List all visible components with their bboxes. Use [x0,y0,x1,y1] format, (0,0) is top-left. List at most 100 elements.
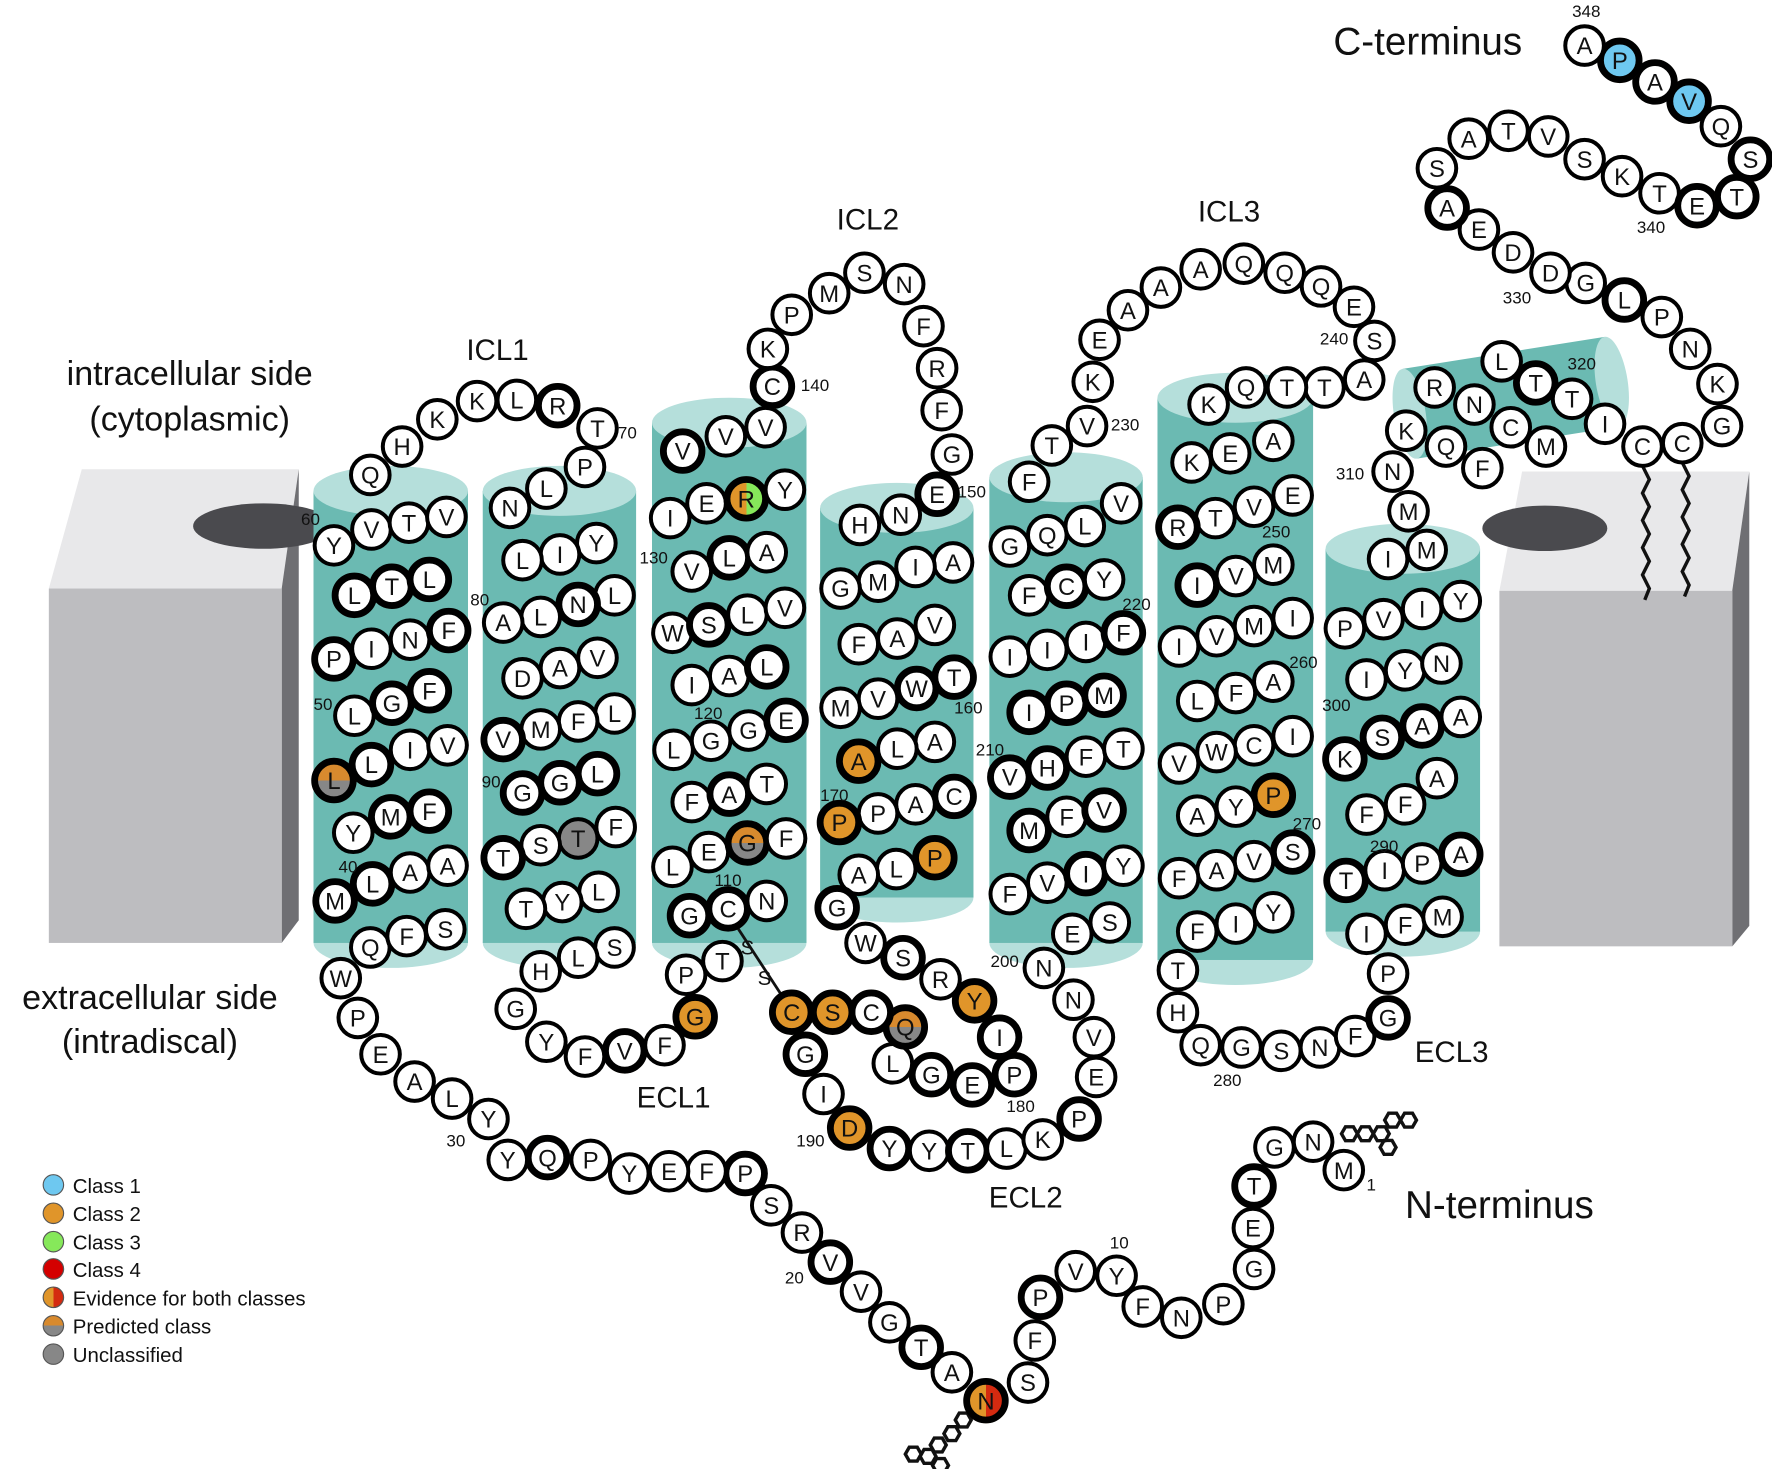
residue-221[interactable]: F [1007,574,1051,617]
residue-27[interactable]: P [569,1138,612,1182]
residue-335[interactable]: A [1447,117,1491,161]
residue-293[interactable]: F [1345,793,1388,836]
residue-21[interactable]: R [780,1211,824,1254]
residue-316[interactable]: C [1489,405,1533,449]
residue-45[interactable]: F [406,788,453,834]
residue-185[interactable]: C [848,989,894,1035]
residue-61[interactable]: V [350,508,393,551]
residue-212[interactable]: F [1064,735,1108,778]
residue-309[interactable]: M [1387,489,1430,533]
residue-213[interactable]: T [1102,727,1145,770]
residue-114[interactable]: G [724,820,771,866]
residue-133[interactable]: I [648,496,692,540]
residue-4[interactable]: T [1231,1163,1277,1209]
residue-306[interactable]: Y [1439,579,1483,623]
residue-37[interactable]: F [385,914,428,958]
residue-223[interactable]: Y [1082,558,1126,601]
residue-2[interactable]: N [1291,1120,1335,1164]
residue-50[interactable]: L [333,694,376,738]
residue-269[interactable]: A [1175,794,1219,838]
residue-79[interactable]: L [519,595,562,639]
residue-6[interactable]: G [1232,1247,1276,1291]
residue-347[interactable]: P [1597,37,1643,84]
residue-152[interactable]: H [838,503,882,547]
residue-104[interactable]: V [602,1028,648,1074]
residue-178[interactable]: Y [951,978,998,1024]
residue-199[interactable]: N [1052,978,1095,1022]
residue-274[interactable]: Y [1252,890,1295,934]
residue-222[interactable]: C [1043,563,1090,609]
residue-329[interactable]: G [1564,261,1608,305]
residue-186[interactable]: S [809,989,856,1035]
residue-105[interactable]: F [643,1023,686,1067]
residue-160[interactable]: T [931,654,977,700]
residue-236[interactable]: Q [1222,242,1266,285]
residue-42[interactable]: A [426,844,469,887]
residue-328[interactable]: L [1601,277,1648,323]
residue-121[interactable]: G [727,709,770,752]
residue-224[interactable]: G [988,525,1032,568]
residue-258[interactable]: V [1195,614,1238,658]
residue-234[interactable]: A [1139,266,1183,309]
residue-207[interactable]: M [1006,807,1052,854]
residue-262[interactable]: L [1175,679,1219,723]
residue-87[interactable]: V [480,716,526,763]
residue-131[interactable]: L [706,535,752,581]
residue-187[interactable]: C [769,989,815,1035]
residue-26[interactable]: Y [607,1152,651,1195]
residue-320[interactable]: T [1550,377,1594,421]
residue-120[interactable]: G [689,719,733,763]
residue-339[interactable]: K [1600,154,1644,198]
residue-75[interactable]: I [538,533,582,576]
residue-64[interactable]: Q [349,453,392,497]
residue-29[interactable]: Y [486,1138,530,1182]
residue-80[interactable]: A [481,601,525,644]
residue-13[interactable]: F [1013,1319,1057,1362]
residue-315[interactable]: N [1453,383,1496,426]
residue-93[interactable]: S [519,823,562,867]
residue-154[interactable]: I [894,545,937,589]
residue-344[interactable]: Q [1699,104,1743,148]
residue-169[interactable]: P [856,792,900,835]
residue-343[interactable]: S [1727,136,1772,182]
residue-298[interactable]: A [1399,703,1445,749]
residue-173[interactable]: A [837,853,881,897]
residue-98[interactable]: S [593,926,636,969]
residue-202[interactable]: S [1088,901,1132,944]
residue-180[interactable]: P [991,1051,1038,1098]
residue-157[interactable]: V [913,603,957,647]
residue-56[interactable]: F [425,607,472,654]
residue-47[interactable]: L [348,741,395,788]
residue-20[interactable]: V [807,1239,854,1285]
residue-314[interactable]: R [1413,366,1456,409]
residue-197[interactable]: E [1074,1055,1118,1099]
residue-288[interactable]: M [1421,895,1464,939]
residue-172[interactable]: L [874,847,918,891]
residue-302[interactable]: N [1420,642,1463,685]
residue-331[interactable]: D [1491,231,1535,274]
residue-310[interactable]: N [1371,450,1414,493]
residue-189[interactable]: I [802,1072,845,1116]
residue-117[interactable]: A [706,771,752,817]
residue-261[interactable]: F [1214,671,1258,715]
residue-255[interactable]: I [1174,562,1220,608]
residue-24[interactable]: F [685,1149,728,1193]
residue-109[interactable]: G [666,892,713,939]
residue-218[interactable]: I [1025,628,1069,672]
residue-84[interactable]: L [593,692,636,735]
residue-277[interactable]: T [1156,948,1200,992]
residue-260[interactable]: A [1252,660,1295,703]
residue-193[interactable]: T [945,1128,991,1174]
residue-76[interactable]: L [501,538,544,582]
residue-295[interactable]: A [1415,756,1459,800]
residue-145[interactable]: N [882,262,926,306]
residue-23[interactable]: P [722,1150,768,1197]
residue-326[interactable]: N [1668,327,1712,371]
residue-319[interactable]: T [1513,360,1559,406]
residue-264[interactable]: C [1232,723,1276,767]
residue-211[interactable]: H [1024,745,1071,791]
residue-77[interactable]: L [593,574,636,617]
residue-300[interactable]: I [1345,658,1388,701]
residue-147[interactable]: R [915,346,959,390]
residue-327[interactable]: P [1640,295,1684,339]
